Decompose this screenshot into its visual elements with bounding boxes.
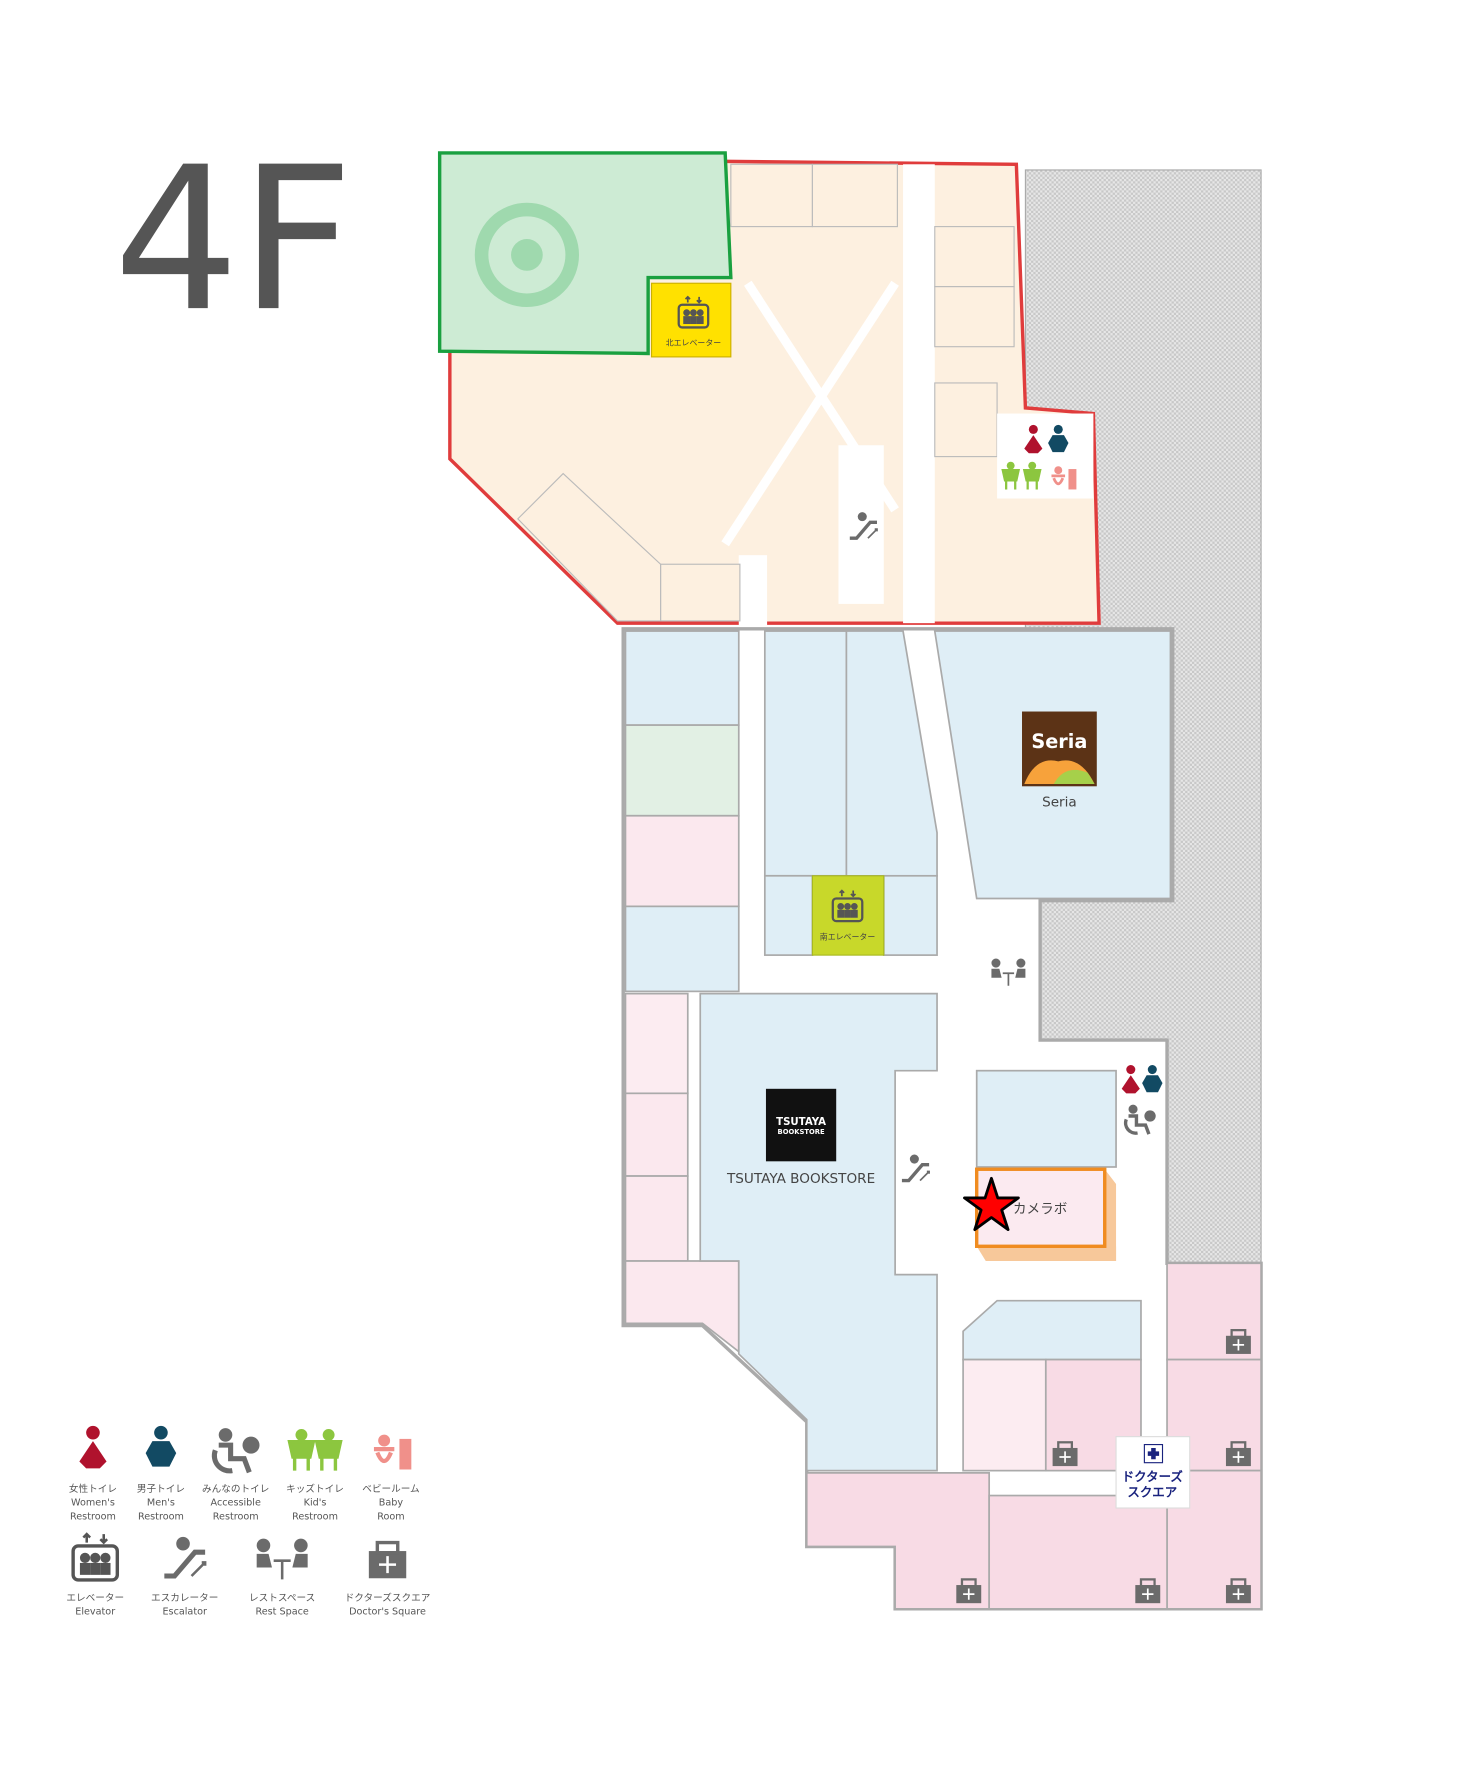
svg-text:ドクターズスクエア: ドクターズスクエア (345, 1592, 431, 1604)
north-restroom[interactable] (997, 413, 1094, 499)
doctors-square-sign[interactable]: ドクターズ スクエア (1115, 1436, 1191, 1509)
elevator-icon (71, 1532, 120, 1582)
legend-item-escalator: エスカレーター Escalator (151, 1537, 218, 1618)
svg-text:TSUTAYA: TSUTAYA (776, 1117, 826, 1128)
legend-item-elevator: エレベーター Elevator (66, 1532, 124, 1618)
legend-item-accessible: みんなのトイレ Accessible Restroom (202, 1428, 269, 1522)
seria-name: Seria (1042, 795, 1077, 811)
svg-text:女性トイレ: 女性トイレ (69, 1483, 117, 1495)
svg-text:Women's: Women's (71, 1498, 115, 1509)
svg-text:Room: Room (377, 1511, 404, 1522)
north-escalator[interactable] (838, 445, 884, 604)
svg-text:レストスペース: レストスペース (249, 1593, 315, 1604)
rest-space-icon (255, 1537, 309, 1581)
south-elevator-label: 南エレベーター (820, 931, 876, 941)
current-location-star-icon (963, 1176, 1020, 1232)
svg-text:Baby: Baby (379, 1498, 404, 1509)
tsutaya-logo (765, 1088, 837, 1162)
accessible-restroom-icon (214, 1428, 259, 1472)
svg-text:Restroom: Restroom (292, 1511, 338, 1522)
svg-text:エレベーター: エレベーター (66, 1593, 124, 1604)
north-elevator[interactable]: 北エレベーター (650, 282, 732, 358)
kids-restroom-icon (287, 1427, 316, 1473)
baby-room-icon (374, 1435, 411, 1470)
svg-text:ベビールーム: ベビールーム (362, 1484, 419, 1495)
svg-text:みんなのトイレ: みんなのトイレ (202, 1484, 269, 1495)
svg-text:エスカレーター: エスカレーター (151, 1593, 218, 1604)
escalator-icon (164, 1537, 205, 1576)
store-seria[interactable]: Seria Seria (1022, 711, 1097, 811)
svg-text:Restroom: Restroom (138, 1511, 184, 1522)
svg-text:Seria: Seria (1031, 730, 1087, 753)
legend-item-baby: ベビールーム Baby Room (362, 1435, 420, 1522)
tsutaya-name: TSUTAYA BOOKSTORE (726, 1171, 875, 1187)
legend-item-doctors-square: ドクターズスクエア Doctor's Square (345, 1540, 431, 1618)
cameralab-name: カメラボ (1013, 1201, 1067, 1217)
svg-text:Doctor's Square: Doctor's Square (349, 1607, 426, 1618)
svg-text:男子トイレ: 男子トイレ (137, 1484, 185, 1495)
legend-item-women: 女性トイレ Women's Restroom (69, 1425, 117, 1522)
store-tsutaya[interactable]: TSUTAYA BOOKSTORE TSUTAYA BOOKSTORE (726, 1088, 875, 1187)
svg-text:キッズトイレ: キッズトイレ (286, 1483, 344, 1495)
legend-item-kids: キッズトイレ Kid's Restroom (286, 1427, 344, 1522)
svg-text:Restroom: Restroom (213, 1511, 259, 1522)
doctors-square-icon (367, 1540, 408, 1580)
svg-text:スクエア: スクエア (1127, 1485, 1177, 1500)
svg-text:ドクターズ: ドクターズ (1122, 1469, 1184, 1484)
north-elevator-label: 北エレベーター (666, 339, 722, 348)
south-elevator[interactable]: 南エレベーター (811, 875, 885, 956)
kids-restroom-icon (315, 1427, 343, 1473)
men-restroom-icon (145, 1425, 177, 1467)
floor-label: 4F (113, 124, 353, 355)
legend: 女性トイレ Women's Restroom 男子トイレ Men's Restr… (66, 1426, 430, 1618)
svg-text:Men's: Men's (147, 1498, 175, 1509)
corridor (903, 164, 935, 624)
legend-item-rest-space: レストスペース Rest Space (249, 1537, 315, 1618)
svg-text:Elevator: Elevator (75, 1607, 115, 1618)
svg-text:Restroom: Restroom (70, 1511, 116, 1522)
svg-text:Accessible: Accessible (211, 1498, 261, 1509)
women-restroom-icon (79, 1425, 107, 1469)
svg-text:BOOKSTORE: BOOKSTORE (778, 1128, 825, 1136)
svg-text:Rest Space: Rest Space (255, 1607, 308, 1618)
svg-text:Kid's: Kid's (304, 1498, 327, 1509)
legend-item-men: 男子トイレ Men's Restroom (137, 1425, 185, 1522)
svg-text:Escalator: Escalator (162, 1607, 207, 1618)
